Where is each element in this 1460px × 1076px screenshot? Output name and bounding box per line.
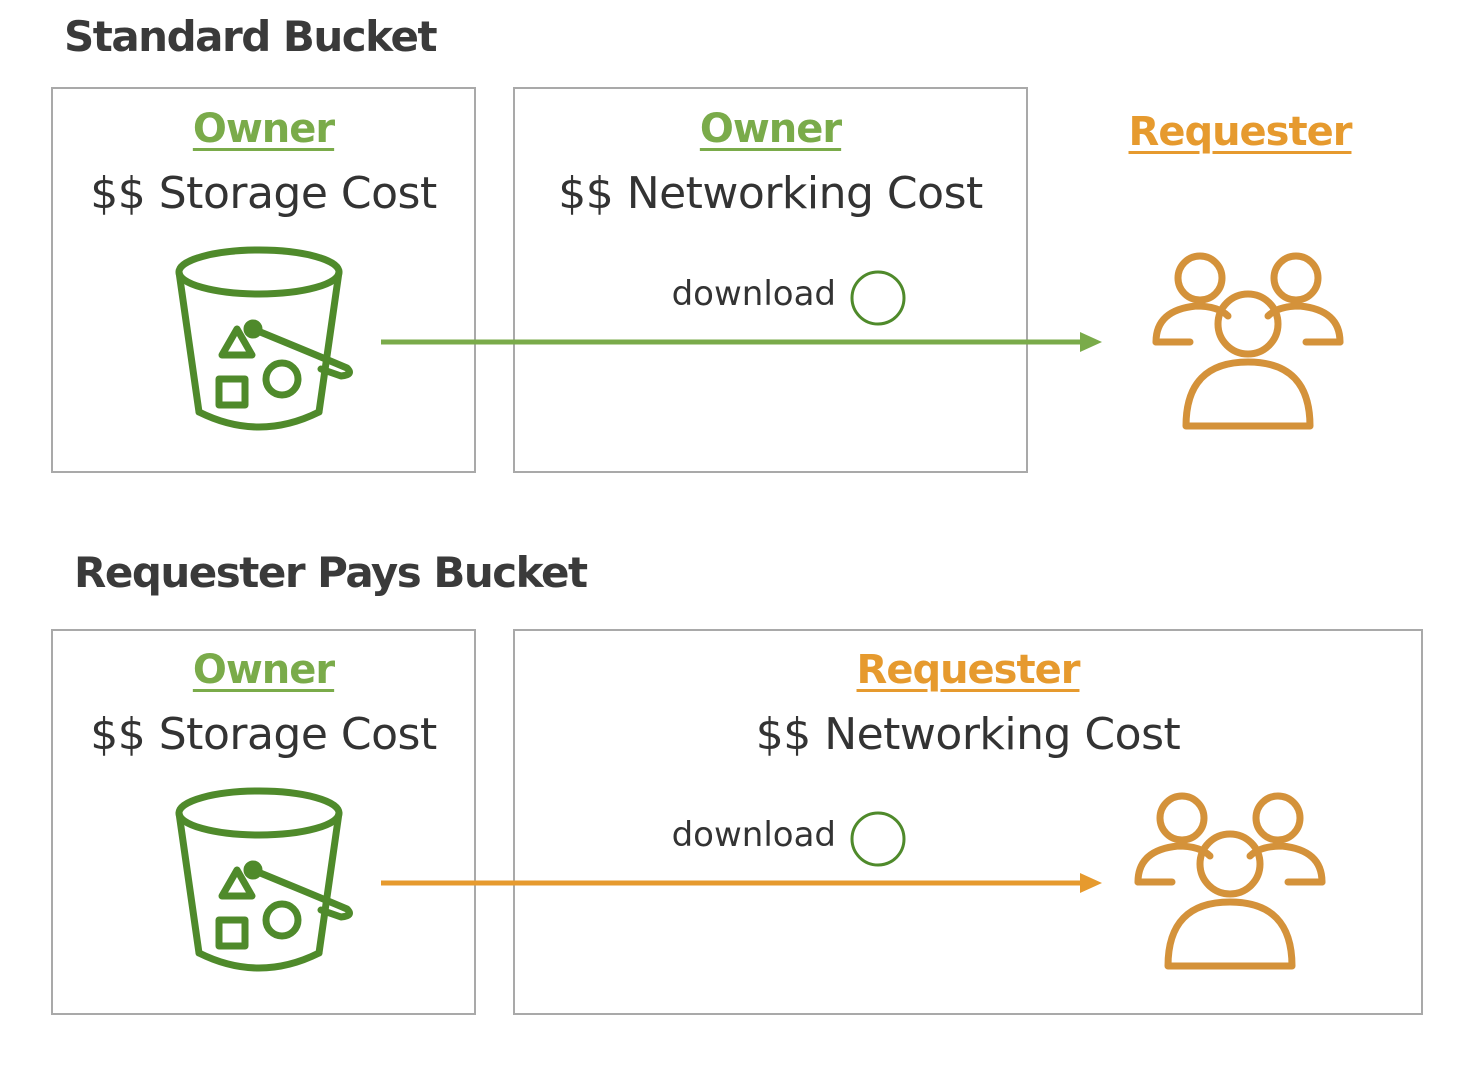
standard-download-label: download: [671, 274, 836, 314]
requester-pays-bucket-title: Requester Pays Bucket: [74, 548, 588, 597]
requester-pays-network-cost: $$ Networking Cost: [755, 709, 1181, 760]
requester-pays-network-requester-label: Requester: [856, 647, 1081, 693]
requester-pays-storage-cost: $$ Storage Cost: [90, 709, 437, 760]
standard-requester-label: Requester: [1128, 109, 1353, 155]
standard-network-cost: $$ Networking Cost: [558, 168, 983, 219]
requester-pays-download-label: download: [671, 815, 836, 855]
standard-network-box: [513, 87, 1028, 473]
standard-network-owner-label: Owner: [699, 106, 842, 152]
requester-pays-storage-owner-label: Owner: [192, 647, 335, 693]
standard-bucket-title: Standard Bucket: [64, 12, 438, 61]
standard-storage-owner-label: Owner: [192, 106, 335, 152]
users-group-icon: [1156, 256, 1340, 426]
standard-storage-cost: $$ Storage Cost: [90, 168, 437, 219]
